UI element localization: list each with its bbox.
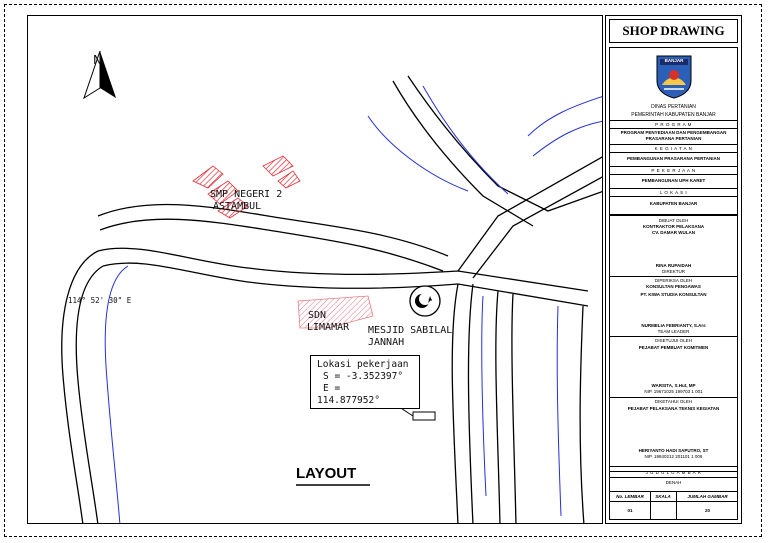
shop-drawing-header: SHOP DRAWING — [609, 19, 738, 43]
disetujui-label: DISETUJUI OLEH — [655, 338, 692, 343]
banjar-logo: BANJAR — [654, 53, 694, 99]
dibuat-name: RINA RUPAIDAH — [655, 263, 692, 268]
disetujui-nip: NIP. 19671025 199703 1 001 — [644, 389, 703, 394]
diperiksa-label: DIPERIKSA OLEH — [654, 278, 693, 283]
callout-line4: 114.877952° — [317, 395, 380, 406]
road-upper — [97, 203, 449, 272]
kegiatan-label: K E G I A T A N — [654, 146, 693, 151]
diperiksa-company: PT. KIWA STUDIA KONSULTAN — [640, 292, 707, 297]
judul-label: J U D U L G A M B A R — [645, 470, 702, 475]
diketahui-nip: NIP. 19840212 201101 1 006 — [644, 454, 703, 459]
signatures-box: DIBUAT OLEH KONTRAKTOR PELAKSANA CV. DAM… — [609, 215, 738, 472]
location-callout: Lokasi pekerjaan S = -3.352397° E = 114.… — [310, 355, 420, 409]
program-line1: PROGRAM PENYEDIAAN DAN PENGEMBANGAN — [620, 130, 727, 135]
river-lines — [527, 96, 602, 157]
agency-line2: PEMERINTAH KABUPATEN BANJAR — [631, 112, 716, 118]
drawing-title-box: J U D U L G A M B A R DENAH No. LEMBAR S… — [609, 466, 738, 520]
title-block: SHOP DRAWING BANJAR DINAS PERTANIAN PEME… — [605, 15, 742, 524]
building-sdn — [297, 295, 374, 329]
col-lembar: No. LEMBAR — [616, 494, 644, 499]
agency-line1: DINAS PERTANIAN — [651, 104, 696, 110]
road-horizontal — [97, 247, 589, 307]
diketahui-name: HERIYANTO HADI SAPUTRO, ST — [638, 448, 709, 453]
dibuat-role: KONTRAKTOR PELAKSANA — [642, 224, 705, 229]
crescent-star-icon — [409, 285, 441, 317]
road-vertical-right — [451, 283, 585, 523]
disetujui-name: WARSITA, S.Hut, MP — [651, 383, 696, 388]
program-label: P R O G R A M — [655, 122, 692, 127]
diperiksa-name: NURMELIA FEBRIANTY, S.Ars — [641, 323, 706, 328]
pekerjaan-value: PEMBANGUNAN UPH KARET — [641, 178, 706, 183]
banjar-logo-icon — [656, 55, 692, 99]
north-label: N — [93, 53, 102, 67]
diperiksa-title: TEAM LEADER — [657, 329, 690, 334]
kegiatan-value: PEMBANGUNAN PRASARANA PERTANIAN — [626, 156, 720, 161]
callout-line2: S = -3.352397° — [323, 371, 404, 382]
mosque-label-line1: MESJID SABILAL — [368, 325, 453, 336]
callout-line3: E = — [323, 383, 341, 394]
col-jumlah: JUMLAH GAMBAR — [687, 494, 728, 499]
building-smp — [192, 155, 301, 219]
val-lembar: 01 — [627, 508, 633, 513]
diketahui-label: DIKETAHUI OLEH — [654, 399, 693, 404]
school1-label-line2: ASTAMBUL — [213, 201, 262, 212]
lokasi-label: L O K A S I — [659, 190, 688, 195]
dibuat-title: DIREKTUR — [661, 269, 685, 274]
road-loop-left — [61, 250, 129, 523]
dibuat-company: CV. DAMAR WULAN — [651, 230, 696, 235]
site-map — [61, 50, 602, 523]
diperiksa-role: KONSULTAN PENGAWAS — [646, 284, 701, 289]
logo-text: BANJAR — [664, 58, 684, 63]
disetujui-role: PEJABAT PEMBUAT KOMITMEN — [638, 345, 709, 350]
school1-label-line1: SMP NEGERI 2 — [210, 189, 283, 200]
lokasi-value: KABUPATEN BANJAR — [649, 201, 698, 206]
col-skala: SKALA — [655, 494, 671, 499]
diketahui-role: PEJABAT PELAKSANA TEKNIS KEGIATAN — [627, 406, 720, 411]
layout-title: LAYOUT — [296, 465, 357, 482]
mosque-label-line2: JANNAH — [368, 337, 405, 348]
drawing-border — [4, 4, 762, 537]
val-jumlah: 20 — [704, 508, 710, 513]
coordinate-label: 114° 52' 30" E — [68, 296, 132, 305]
school2-label-line1: SDN — [308, 310, 327, 321]
judul-value: DENAH — [665, 480, 682, 485]
program-line2: PRASARANA PERTANIAN — [645, 136, 702, 141]
road-diagonal — [367, 75, 602, 279]
callout-line1: Lokasi pekerjaan — [317, 359, 409, 370]
agency-box: BANJAR DINAS PERTANIAN PEMERINTAH KABUPA… — [609, 47, 738, 215]
map-frame: N 114° 52' 30" E SMP NEGERI 2 ASTAMBUL S… — [27, 15, 603, 524]
dibuat-label: DIBUAT OLEH — [658, 218, 689, 223]
school2-label-line2: LIMAMAR — [307, 322, 350, 333]
north-arrow-icon — [83, 50, 116, 100]
pekerjaan-label: P E K E R J A A N — [651, 168, 696, 173]
